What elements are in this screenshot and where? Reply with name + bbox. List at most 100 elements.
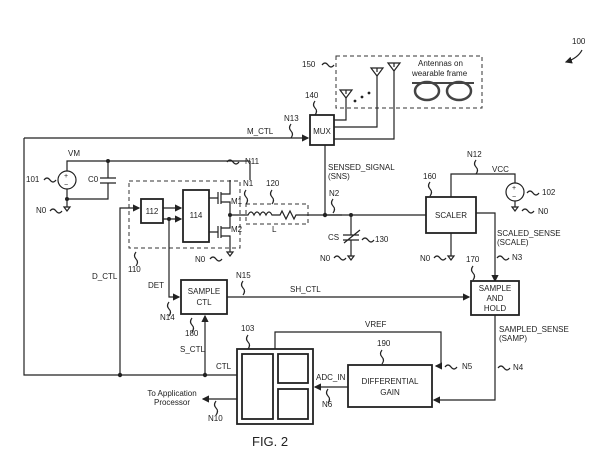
node-n15: N15 [236, 271, 251, 280]
sample-hold-block [470, 280, 520, 316]
transistor-m1 [209, 180, 231, 215]
minus-sign: − [512, 194, 516, 201]
ground-symbol [62, 199, 72, 212]
adc-in-label: ADC_IN [316, 373, 346, 382]
sample-ctl-block [180, 279, 228, 315]
node-n0-a: N0 [36, 206, 47, 215]
n0-squiggle [49, 208, 63, 214]
transistor-m2 [209, 215, 231, 252]
scaler-ground [446, 233, 456, 261]
driver-box-110 [128, 180, 241, 249]
node-n0-e: N0 [420, 254, 431, 263]
n5-squiggle [444, 364, 458, 370]
sensed-signal-label: SENSED_SIGNAL [328, 163, 395, 172]
vref-label: VREF [365, 320, 386, 329]
node-n0-c: N0 [320, 254, 331, 263]
node-n2: N2 [329, 189, 340, 198]
sh-ctl-label: SH_CTL [290, 285, 321, 294]
plus-sign: + [64, 173, 68, 180]
scale-label: (SCALE) [497, 238, 529, 247]
app-proc-line2: Processor [154, 398, 190, 407]
c0-label: C0 [88, 175, 99, 184]
figure-caption: FIG. 2 [252, 434, 288, 449]
antenna-frame-box [335, 55, 483, 109]
ground-symbol [225, 251, 235, 257]
antenna-note-line1: Antennas on [418, 59, 463, 68]
node-n13: N13 [284, 114, 299, 123]
n0-squiggle [209, 256, 223, 262]
antenna-note-line2: wearable frame [411, 69, 468, 78]
cs-label: CS [328, 233, 339, 242]
n0-squiggle [333, 255, 347, 261]
controller-subblock [241, 353, 274, 420]
block-114 [182, 189, 210, 243]
ref-180-squiggle [189, 317, 195, 333]
capacitor-c0 [66, 161, 116, 200]
node-n0-b: N0 [195, 255, 206, 264]
d-ctl-wire [119, 204, 141, 375]
ref-101-squiggle [43, 177, 57, 183]
node-n12: N12 [467, 150, 482, 159]
inductor-label: L [272, 225, 277, 234]
diff-gain-line1: DIFFERENTIAL [362, 377, 419, 386]
app-proc-line1: To Application [147, 389, 196, 398]
node-n14: N14 [160, 313, 175, 322]
diff-gain-line2: GAIN [380, 388, 400, 397]
node-n5: N5 [462, 362, 473, 371]
n6-squiggle [325, 388, 331, 404]
ref-120: 120 [266, 179, 280, 188]
ref-110: 110 [128, 265, 141, 274]
n11-squiggle [226, 159, 240, 165]
ref-170: 170 [466, 255, 480, 264]
ref-130: 130 [375, 235, 389, 244]
ref-160-squiggle [427, 181, 433, 197]
ref-170-squiggle [470, 265, 476, 281]
lc-box-120 [245, 203, 309, 225]
block-112 [140, 198, 164, 224]
vcc-wire [450, 173, 516, 197]
det-wire [168, 219, 181, 301]
plus-sign: + [512, 185, 516, 192]
ref-120-squiggle [269, 189, 275, 205]
sample-hold-line2: AND [487, 294, 504, 303]
inductor-resistor-wire [230, 209, 342, 221]
ref-101: 101 [26, 175, 40, 184]
d-ctl-label: D_CTL [92, 272, 118, 281]
node-n4: N4 [513, 363, 524, 372]
sns-label: (SNS) [328, 172, 350, 181]
left-rail-wire [23, 138, 240, 376]
ref-190: 190 [377, 339, 391, 348]
node-n10: N10 [208, 414, 223, 423]
ref-102-squiggle [526, 190, 540, 196]
scaled-sense-wire [476, 212, 499, 283]
controller-subblock [277, 388, 309, 420]
junction-dot [117, 372, 123, 378]
mux-block [309, 114, 335, 146]
sampled-sense-label: SAMPLED_SENSE [499, 325, 569, 334]
ref-100-arrow [564, 49, 583, 64]
ref-103: 103 [241, 324, 255, 333]
mux-label: MUX [313, 127, 331, 136]
antenna-icon [334, 89, 354, 121]
sample-ctl-line1: SAMPLE [188, 287, 220, 296]
samp-label: (SAMP) [499, 334, 527, 343]
ref-130-squiggle [361, 237, 375, 243]
scaler-label: SCALER [435, 211, 467, 220]
ref-103-squiggle [245, 334, 251, 350]
vm-wire [66, 160, 250, 171]
antenna-ellipsis [353, 91, 371, 103]
antenna-icon [334, 67, 385, 128]
variable-capacitor-cs [343, 215, 361, 261]
n15-squiggle [240, 280, 246, 296]
junction-dot [202, 372, 208, 378]
ref-160: 160 [423, 172, 437, 181]
antenna-icon [334, 62, 402, 140]
n1-squiggle [243, 189, 249, 205]
n4-squiggle [497, 365, 511, 371]
ref-140-squiggle [312, 100, 318, 116]
controller-subblock [277, 353, 309, 384]
ref-180: 180 [185, 329, 199, 338]
n12-squiggle [473, 159, 479, 175]
ref-150-squiggle [321, 62, 335, 68]
